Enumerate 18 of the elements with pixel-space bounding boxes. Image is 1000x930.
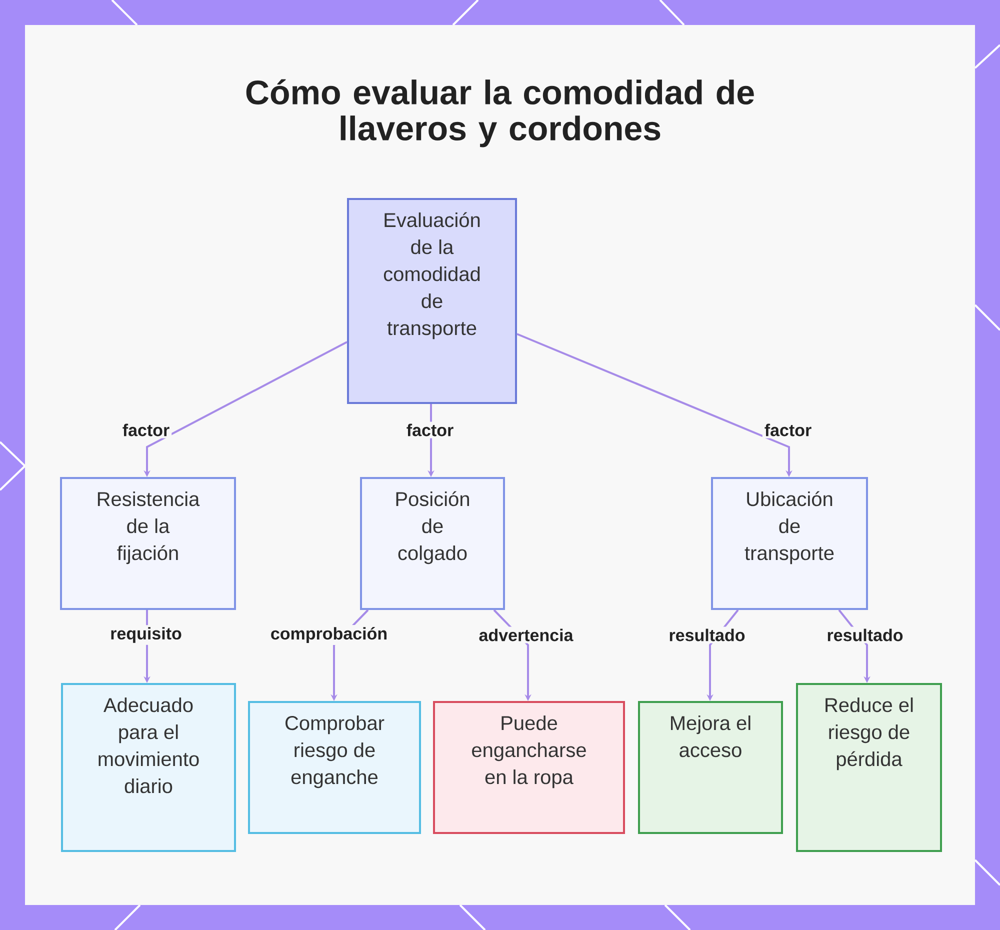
- process-box: Reduce el riesgo de pérdida: [796, 683, 942, 852]
- edge-label: factor: [762, 422, 814, 438]
- edge-label: advertencia: [476, 626, 576, 644]
- title: Cómo evaluar la comodidad de llaveros y cordones: [246, 79, 754, 148]
- edge-label: comprobación: [268, 625, 390, 645]
- edge-label: requisito: [108, 625, 184, 645]
- process-box: Mejora el acceso: [638, 701, 783, 834]
- edge-label: factor: [404, 422, 456, 438]
- process-box: Puede engancharse en la ropa: [433, 701, 625, 834]
- process-box: Evaluación de la comodidad de transporte: [347, 198, 517, 404]
- process-box: Posición de colgado: [360, 477, 505, 610]
- process-box: Resistencia de la fijación: [60, 477, 236, 610]
- edge-label: factor: [120, 422, 172, 438]
- edge-label: resultado: [666, 626, 748, 644]
- edge-label: resultado: [824, 626, 906, 644]
- process-box: Adecuado para el movimiento diario: [61, 683, 236, 852]
- process-box: Comprobar riesgo de enganche: [248, 701, 421, 834]
- process-box: Ubicación de transporte: [711, 477, 868, 610]
